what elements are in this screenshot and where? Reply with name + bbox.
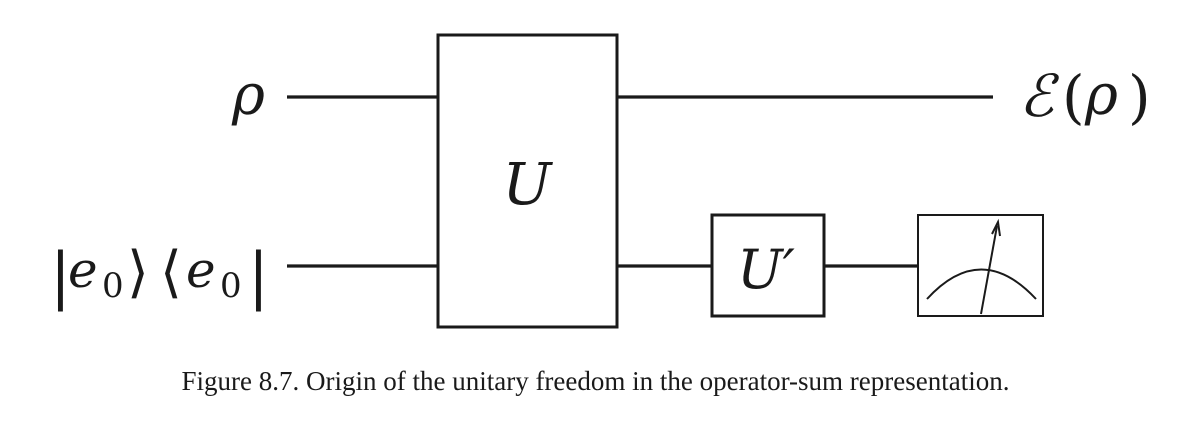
ket-subscript: 0 [102,266,124,306]
bra-open: ⟨ [160,240,182,305]
ket-open: | [50,239,71,312]
bra-close: | [248,239,269,312]
input-label-ancilla: | e 0 ⟩ ⟨ e 0 | [50,239,269,312]
bra-subscript: 0 [220,266,242,306]
ket-symbol: e [68,241,98,299]
ket-close: ⟩ [127,240,149,305]
output-label-channel: ℰ ( ρ ) [1019,62,1151,131]
measurement-meter-icon [917,214,1044,317]
gate-u [436,33,619,329]
figure-caption: Figure 8.7. Origin of the unitary freedo… [181,366,1010,396]
output-paren-open: ( [1062,63,1085,131]
output-arg-rho: ρ [1084,63,1118,128]
bra-symbol: e [186,241,216,299]
output-paren-close: ) [1128,63,1151,131]
gate-u-label: U [503,150,554,218]
gate-u-prime-label: U′ [737,238,795,301]
gate-u-prime [710,213,826,318]
input-label-rho: ρ [231,63,265,128]
channel-symbol: ℰ [1019,62,1060,130]
